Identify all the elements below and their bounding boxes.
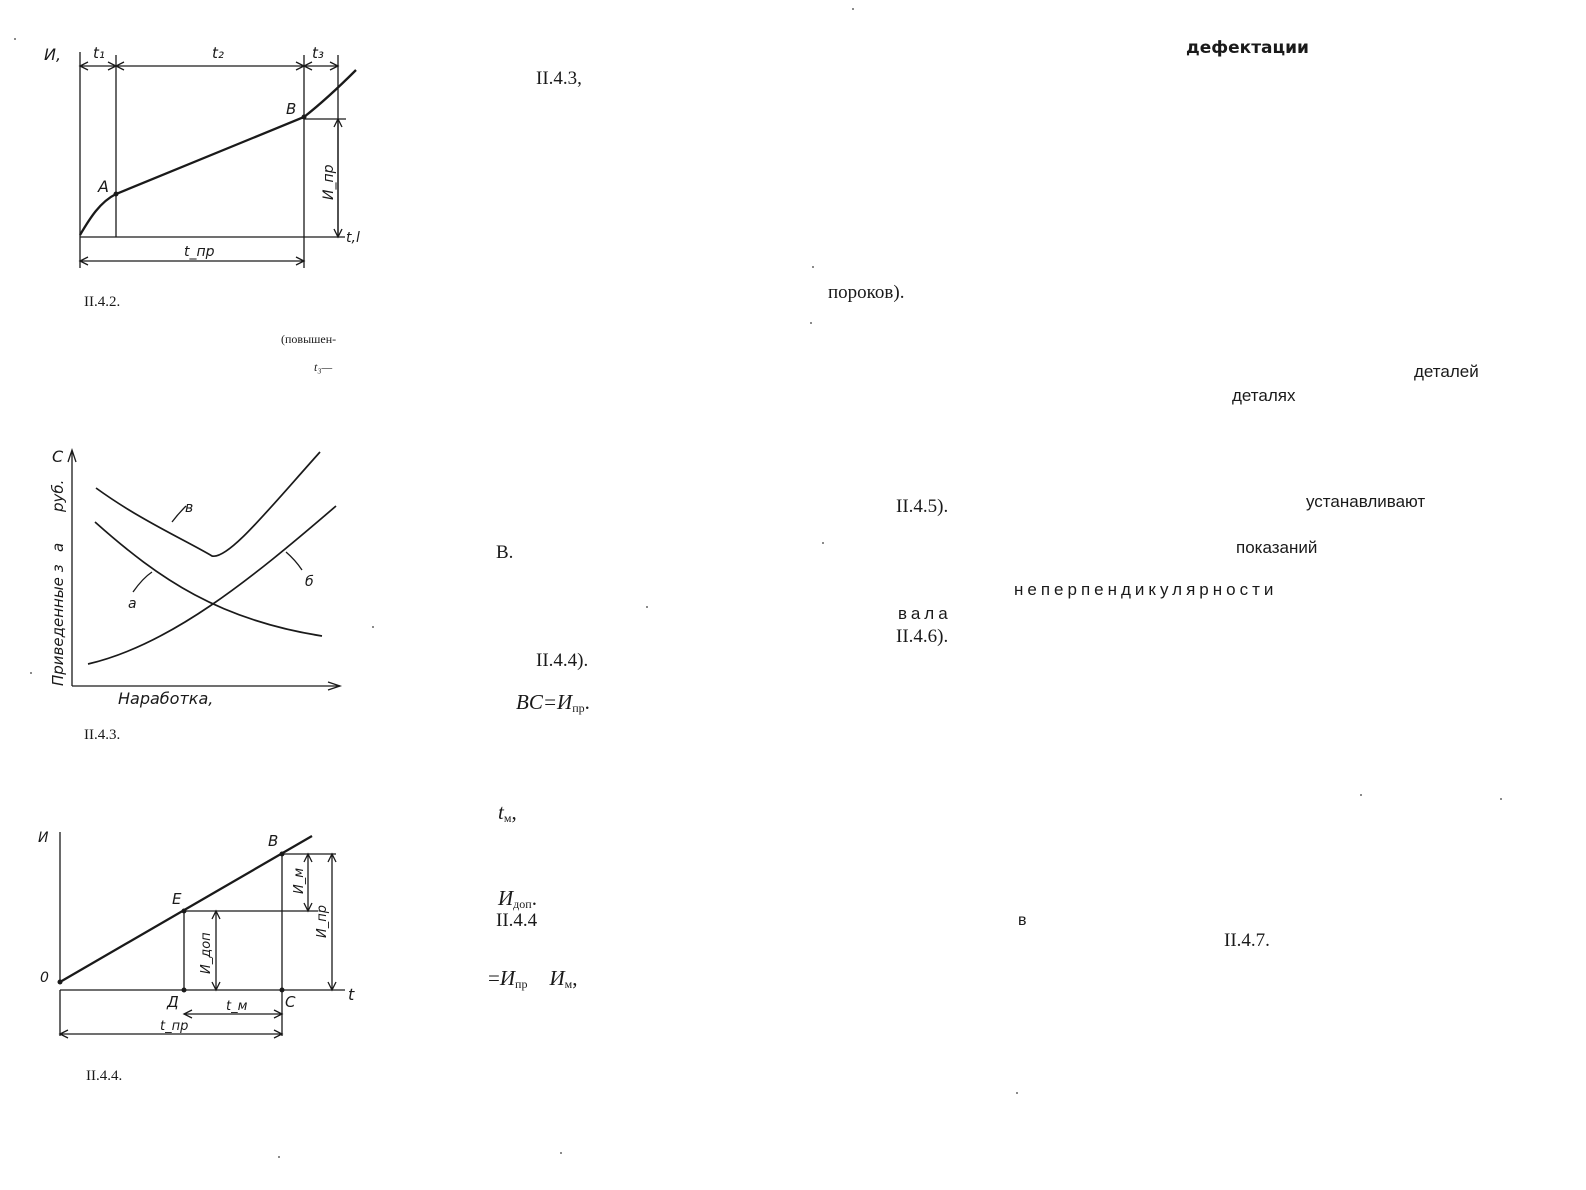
x-axis-label: Наработка, [118,689,213,708]
point-c-label: C [285,993,296,1011]
i-dop-symbol: Идоп. [498,886,537,911]
i-dop-label: И_доп [199,932,214,974]
wear-curve-figure: И, t₁ t₂ t₃ A B И_пр t,l t_пр [44,44,360,268]
point-e-marker [181,908,187,914]
t-pr-label: t_пр [160,1019,188,1034]
figure-caption-ii-4-2: II.4.2. [84,294,121,310]
origin-label: 0 [40,970,49,986]
text-detalyah: деталях [1232,386,1296,405]
t-m-label: t_м [226,999,248,1014]
curve-v-label: в [185,500,193,516]
ref-ii-4-4b: II.4.4 [496,910,538,931]
ref-ii-4-3: II.4.3, [536,68,582,89]
i-m-label: И_м [292,868,307,894]
t1-label: t₁ [93,44,105,62]
text-porokov: пороков). [828,282,905,303]
y-label-a: а [49,543,67,552]
curve-a-label: а [128,596,137,612]
i-pr-label: И_пр [315,905,330,938]
x-axis-label: t [348,985,355,1004]
y-label-main: Приведенные з [49,564,67,686]
point-d-label: Д [166,993,179,1011]
t-pr-label: t_пр [184,244,215,260]
curve-v [95,451,321,557]
figure-caption-ii-4-4: II.4.4. [86,1068,123,1084]
ref-ii-4-4: II.4.4). [536,650,589,671]
text-neperpendikulyarnosti: неперпендикулярности [1014,580,1278,599]
figure-caption-ii-4-3: II.4.3. [84,727,121,743]
heading-defektatsii: дефектации [1186,38,1309,58]
point-b-marker [279,851,285,857]
text-ustanavlivayut: устанавливают [1306,492,1426,511]
ref-ii-4-6: II.4.6). [896,626,949,647]
t3-label: t₃ [312,44,324,62]
text-pokazaniy: показаний [1236,538,1318,557]
note-raised: (повышен- [281,332,337,346]
t-m-symbol: tм, [498,800,517,825]
wear-line [59,835,313,983]
point-b-label: B [268,832,278,850]
y-label-c: С [52,447,64,466]
curve-b-label: б [305,574,314,590]
y-label-rub: руб. [49,480,67,513]
curve-a [94,521,323,637]
text-vala: вала [898,604,952,623]
t2-label: t₂ [212,44,224,62]
bc-equation: BC=Ипр. [516,690,590,715]
cost-curves-figure: С руб. а Приведенные з Наработка, в а б [49,447,343,708]
wear-curve [79,69,357,236]
ref-ii-4-5: II.4.5). [896,496,949,517]
point-b-marker [301,114,307,120]
y-axis-label: И, [44,45,61,64]
i-pr-label: И_пр [321,164,337,200]
ref-ii-4-7: II.4.7. [1224,930,1270,951]
note-t3: t₃— [314,360,333,374]
wear-limit-figure: И 0 E B Д C t И_м И_доп И_пр t_м t_пр [38,830,355,1039]
point-b-label: B [286,100,296,118]
point-e-label: E [172,890,182,908]
point-a-label: A [97,177,109,196]
text-v-small: в [1018,912,1027,929]
y-axis-label: И [38,830,49,846]
letter-v: В. [496,542,514,563]
curve-b [87,505,337,665]
text-detaley: деталей [1414,362,1479,381]
x-axis-label: t,l [346,230,360,246]
point-a-marker [113,191,119,197]
